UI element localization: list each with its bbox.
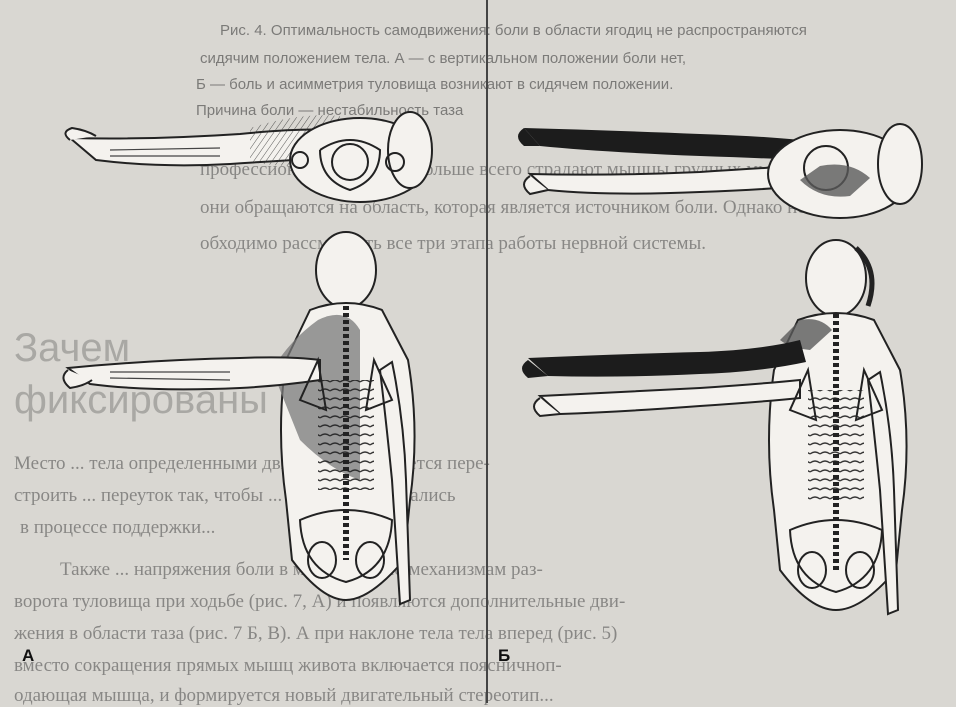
panel-a-top-view: [65, 112, 432, 202]
panel-b-top-view: [518, 124, 922, 218]
panel-a-back-view: [63, 232, 414, 604]
panel-b-label: Б: [498, 646, 510, 666]
panel-b-back-view: [522, 240, 907, 614]
panel-a-label: А: [22, 646, 34, 666]
